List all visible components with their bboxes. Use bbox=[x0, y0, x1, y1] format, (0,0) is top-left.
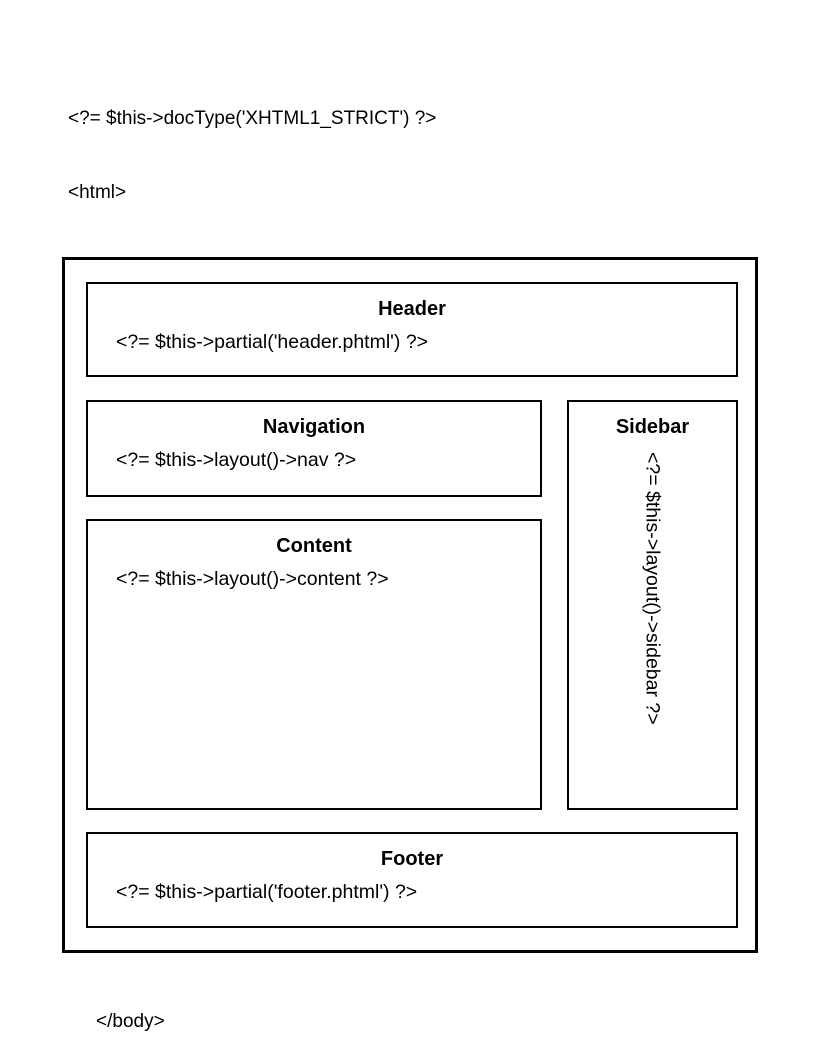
footer-region-box: Footer <?= $this->partial('footer.phtml'… bbox=[86, 832, 738, 928]
code-block-bottom: </body> </html> bbox=[68, 961, 165, 1056]
code-line-body-close: </body> bbox=[96, 1011, 165, 1032]
code-line-doctype: <?= $this->docType('XHTML1_STRICT') ?> bbox=[68, 108, 437, 129]
header-region-title: Header bbox=[378, 298, 446, 320]
footer-region-title: Footer bbox=[380, 848, 444, 870]
navigation-region-code: <?= $this->layout()->nav ?> bbox=[116, 449, 357, 471]
header-region-code: <?= $this->partial('header.phtml') ?> bbox=[116, 331, 429, 353]
footer-region-code: <?= $this->partial('footer.phtml') ?> bbox=[116, 881, 418, 903]
sidebar-region-title: Sidebar bbox=[615, 416, 690, 438]
content-region-title: Content bbox=[276, 535, 352, 557]
content-region-code: <?= $this->layout()->content ?> bbox=[116, 568, 389, 590]
content-region-box: Content <?= $this->layout()->content ?> bbox=[86, 519, 542, 810]
sidebar-region-box: Sidebar <?= $this->layout()->sidebar ?> bbox=[567, 400, 738, 810]
code-line-html-open: <html> bbox=[68, 181, 127, 203]
navigation-region-title: Navigation bbox=[262, 416, 366, 438]
sidebar-region-code: <?= $this->layout()->sidebar ?> bbox=[641, 452, 664, 725]
navigation-region-box: Navigation <?= $this->layout()->nav ?> bbox=[86, 400, 542, 497]
header-region-box: Header <?= $this->partial('header.phtml'… bbox=[86, 282, 738, 377]
